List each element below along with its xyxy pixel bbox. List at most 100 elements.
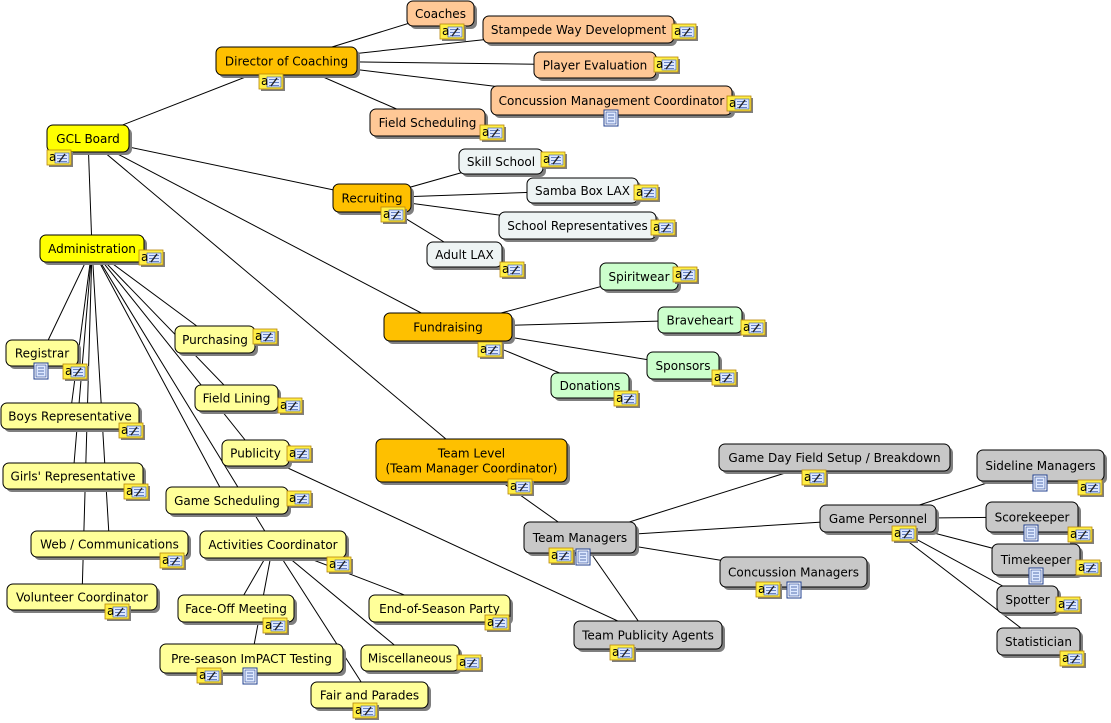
note-icon[interactable]: a	[1067, 526, 1094, 544]
note-icon[interactable]: a	[1075, 559, 1102, 577]
note-icon[interactable]: a	[548, 547, 575, 565]
note-icon[interactable]: a	[507, 478, 534, 496]
note-icon[interactable]: a	[262, 617, 289, 635]
note-icon[interactable]: a	[726, 95, 753, 113]
note-icon[interactable]: a	[653, 56, 680, 74]
note-icon[interactable]: a	[650, 219, 677, 237]
note-icon[interactable]: a	[633, 184, 660, 202]
note-icon[interactable]: a	[62, 363, 89, 381]
note-icon[interactable]: a	[1059, 650, 1086, 668]
attachment-icon[interactable]	[33, 362, 49, 380]
note-icon[interactable]: a	[672, 266, 699, 284]
note-icon[interactable]: a	[439, 23, 466, 41]
note-icon[interactable]: a	[286, 445, 313, 463]
note-icon[interactable]: a	[104, 603, 131, 621]
note-icon[interactable]: a	[740, 319, 767, 337]
attachment-icon[interactable]	[1028, 567, 1044, 585]
attachment-icon[interactable]	[242, 667, 258, 685]
note-icon[interactable]: a	[671, 23, 698, 41]
note-icon[interactable]: a	[479, 124, 506, 142]
note-icon[interactable]: a	[252, 328, 279, 346]
note-icon[interactable]: a	[196, 667, 223, 685]
note-icon[interactable]: a	[801, 469, 828, 487]
attachment-icon[interactable]	[1023, 524, 1039, 542]
note-icon[interactable]: a	[123, 483, 150, 501]
note-icon[interactable]: a	[258, 73, 285, 91]
note-icon[interactable]: a	[46, 149, 73, 167]
note-icon[interactable]: a	[755, 581, 782, 599]
note-icon[interactable]: a	[159, 552, 186, 570]
note-icon[interactable]: a	[609, 644, 636, 662]
note-icon[interactable]: a	[540, 151, 567, 169]
note-icon[interactable]: a	[326, 556, 353, 574]
node-box	[573, 620, 723, 650]
attachment-icon[interactable]	[575, 548, 591, 566]
note-icon[interactable]: a	[613, 390, 640, 408]
note-icon[interactable]: a	[456, 654, 483, 672]
note-icon[interactable]: a	[352, 702, 379, 720]
note-icon[interactable]: a	[1077, 479, 1104, 497]
note-icon[interactable]: a	[286, 490, 313, 508]
attachment-icon[interactable]	[1032, 474, 1048, 492]
note-icon-glyph: a	[487, 615, 494, 629]
connector-administration-to-field_lining	[91, 248, 237, 399]
node-box	[368, 594, 511, 623]
node-team-level[interactable]: Team Level(Team Manager Coordinator)a	[375, 438, 570, 496]
note-icon[interactable]: a	[138, 249, 165, 267]
note-icon[interactable]: a	[499, 261, 526, 279]
note-icon[interactable]: a	[484, 614, 511, 632]
attachment-icon[interactable]	[603, 109, 619, 127]
note-icon[interactable]: a	[477, 341, 504, 359]
note-icon[interactable]: a	[277, 397, 304, 415]
attachment-icon[interactable]	[786, 581, 802, 599]
note-icon[interactable]: a	[118, 422, 145, 440]
note-icon[interactable]: a	[711, 369, 738, 387]
note-icon[interactable]: a	[891, 525, 918, 543]
note-icon[interactable]: a	[380, 206, 407, 224]
note-icon[interactable]: a	[1055, 596, 1082, 614]
